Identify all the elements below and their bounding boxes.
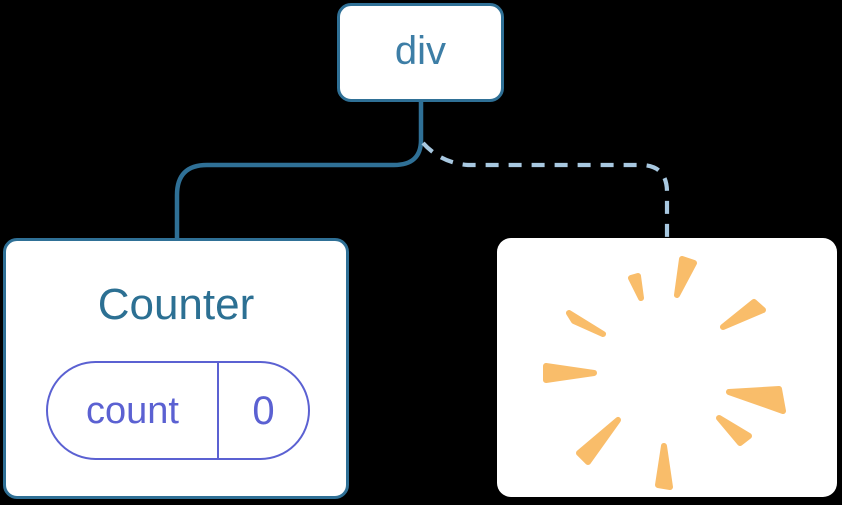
state-value-label: 0 [252,388,275,433]
state-pill: count 0 [46,361,310,460]
node-removed [497,238,837,497]
node-counter-title: Counter [97,280,255,329]
node-counter: Counter count 0 [3,238,349,499]
state-key-label: count [86,389,179,432]
poof-burst-icon [543,256,786,490]
state-pill-divider [217,363,219,458]
solid-link-div-to-counter [174,99,424,241]
node-div-label: div [394,28,447,73]
dashed-link-div-to-removed [421,141,670,238]
node-div: div [337,3,504,102]
